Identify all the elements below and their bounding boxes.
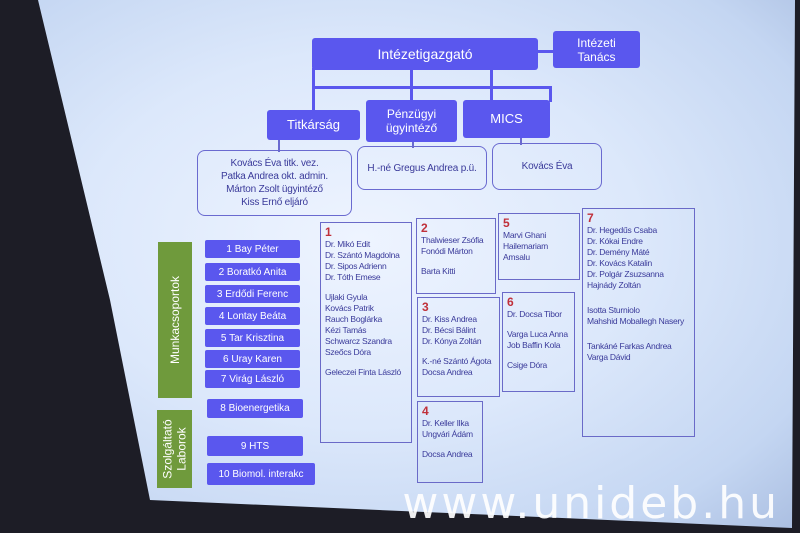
workgroup-item: 2 Boratkó Anita — [205, 263, 300, 281]
staff-name: Kiss Ernő eljáró — [241, 197, 308, 208]
connector — [410, 68, 413, 102]
member: Varga Dávid — [587, 352, 631, 362]
member: Dr. Keller Ilka — [422, 418, 469, 428]
member: Docsa Andrea — [422, 367, 473, 377]
member: Dr. Mikó Edit — [325, 239, 370, 249]
member: Dr. Hegedűs Csaba — [587, 225, 657, 235]
member: Dr. Polgár Zsuzsanna — [587, 269, 664, 279]
member: Ungvári Ádám — [422, 429, 473, 439]
lab-item: 10 Biomol. interakc — [207, 463, 315, 485]
connector — [312, 86, 552, 89]
member: Isotta Sturniolo — [587, 305, 640, 315]
group-number: 2 — [421, 221, 428, 235]
connector — [520, 137, 522, 145]
watermark: www.unideb.hu — [402, 478, 780, 529]
group-number: 4 — [422, 404, 429, 418]
mics-box: MICS — [463, 100, 550, 138]
member: Fonódi Márton — [421, 246, 473, 256]
mics-staff: Kovács Éva — [492, 143, 602, 190]
lab-item: 8 Bioenergetika — [207, 399, 303, 418]
workgroup-item: 6 Uray Karen — [205, 350, 300, 368]
workgroup-item: 4 Lontay Beáta — [205, 307, 300, 325]
group-number: 5 — [503, 216, 510, 230]
connector — [278, 140, 280, 152]
member: Geleczei Finta László — [325, 367, 402, 377]
staff-name: Kovács Éva — [521, 161, 573, 172]
member: Rauch Boglárka — [325, 314, 382, 324]
connector — [312, 68, 315, 112]
group-number: 3 — [422, 300, 429, 314]
workgroups-text: Munkacsoportok — [168, 275, 183, 365]
member: Dr. Kovács Katalin — [587, 258, 652, 268]
member: Kézi Tamás — [325, 325, 367, 335]
council-box: Intézeti Tanács — [553, 31, 640, 68]
member: Szeőcs Dóra — [325, 347, 371, 357]
member: Dr. Docsa Tibor — [507, 309, 562, 319]
member: Marvi Ghani — [503, 230, 547, 240]
member: Hailemariam — [503, 241, 548, 251]
member: Amsalu — [503, 252, 530, 262]
member: Dr. Kiss Andrea — [422, 314, 477, 324]
member: Varga Luca Anna — [507, 329, 568, 339]
staff-name: Márton Zsolt ügyintéző — [226, 184, 323, 195]
member: Hajnády Zoltán — [587, 280, 641, 290]
member: Dr. Kónya Zoltán — [422, 336, 482, 346]
group-number: 1 — [325, 225, 332, 239]
member: Barta Kitti — [421, 266, 456, 276]
staff-name: H.-né Gregus Andrea p.ü. — [367, 162, 477, 174]
connector — [538, 50, 554, 53]
member: Csige Dóra — [507, 360, 548, 370]
member: K.-né Szántó Ágota — [422, 356, 492, 366]
member: Dr. Tóth Emese — [325, 272, 381, 282]
connector — [549, 86, 552, 102]
member: Thalwieser Zsófia — [421, 235, 484, 245]
member: Dr. Demény Máté — [587, 247, 650, 257]
connector — [490, 68, 493, 102]
staff-name: Patka Andrea okt. admin. — [221, 171, 328, 182]
finance-box: Pénzügyi ügyintéző — [366, 100, 457, 142]
workgroup-item: 5 Tar Krisztina — [205, 329, 300, 347]
workgroup-item: 1 Bay Péter — [205, 240, 300, 258]
lab-item: 9 HTS — [207, 436, 303, 456]
member: Dr. Kókai Endre — [587, 236, 643, 246]
finance-staff: H.-né Gregus Andrea p.ü. — [357, 146, 487, 190]
labs-label: Szolgáltató Laborok — [157, 410, 192, 488]
connector — [412, 140, 414, 148]
member: Ujlaki Gyula — [325, 292, 368, 302]
workgroup-item: 7 Virág László — [205, 370, 300, 388]
group-number: 6 — [507, 295, 514, 309]
staff-name: Kovács Éva titk. vez. — [230, 158, 319, 169]
member: Dr. Szántó Magdolna — [325, 250, 400, 260]
member: Docsa Andrea — [422, 449, 473, 459]
member: Tankáné Farkas Andrea — [587, 341, 672, 351]
labs-text: Szolgáltató Laborok — [160, 419, 189, 479]
group-number: 7 — [587, 211, 594, 225]
member: Dr. Bécsi Bálint — [422, 325, 476, 335]
secretariat-box: Titkárság — [267, 110, 360, 140]
member: Kovács Patrik — [325, 303, 374, 313]
member: Mahshid Moballegh Nasery — [587, 316, 684, 326]
director-box: Intézetigazgató — [312, 38, 538, 70]
workgroups-label: Munkacsoportok — [158, 242, 192, 398]
workgroup-item: 3 Erdődi Ferenc — [205, 285, 300, 303]
secretariat-staff: Kovács Éva titk. vez. Patka Andrea okt. … — [197, 150, 352, 216]
member: Schwarcz Szandra — [325, 336, 392, 346]
member: Job Baffin Kola — [507, 340, 561, 350]
member: Dr. Sipos Adrienn — [325, 261, 387, 271]
